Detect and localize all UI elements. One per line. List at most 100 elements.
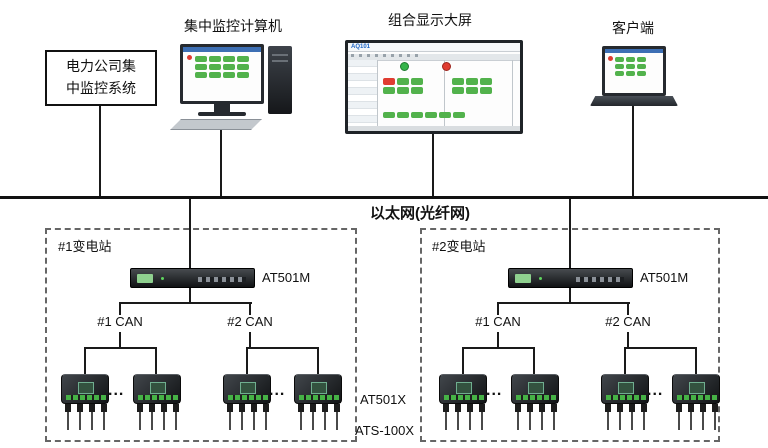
rack-led (161, 277, 164, 280)
screen-titlebar: AQ101 (348, 43, 520, 52)
screen-data-table (348, 60, 378, 126)
status-green-indicator (400, 62, 409, 71)
screen-pill (209, 64, 221, 70)
can2-branch-drop (627, 332, 629, 347)
screen-pill (615, 71, 624, 76)
screen-main-area (378, 60, 520, 126)
rack-ports (576, 277, 624, 282)
substation-1-feed-line (189, 199, 191, 268)
pin-connector (551, 404, 557, 430)
device-drop-line (84, 347, 86, 374)
device-terminals (606, 395, 646, 400)
field-device-at501x (223, 374, 271, 404)
tower-drive-slit (272, 60, 288, 62)
screen-pill (237, 64, 249, 70)
ethernet-bus-line (0, 196, 768, 199)
screen-toolbar (348, 54, 520, 61)
screen-pill (439, 112, 451, 118)
pin-connector (322, 404, 328, 430)
substation-1-controller-at501m (130, 268, 255, 288)
screen-statusbar (348, 126, 520, 131)
screen-pill (397, 87, 409, 94)
field-device-at501x (601, 374, 649, 404)
screen-pill (237, 72, 249, 78)
pin-connector (173, 404, 179, 430)
pin-connector (310, 404, 316, 430)
rack-label-tag (515, 274, 531, 283)
device-drop-line (462, 347, 464, 374)
pin-connector (89, 404, 95, 430)
table-row (348, 116, 377, 123)
can2-branch-line (247, 347, 319, 349)
can2-drop-line (627, 302, 629, 315)
pin-connector (688, 404, 694, 430)
pin-connector (298, 404, 304, 430)
panel-divider (444, 60, 445, 126)
screen-pill (195, 72, 207, 78)
device-terminals (66, 395, 106, 400)
field-device-at501x (672, 374, 720, 404)
pin-connector (515, 404, 521, 430)
screen-pill-grid (195, 56, 249, 78)
can-split-line (120, 302, 252, 304)
pin-connector (629, 404, 635, 430)
pin-connector (137, 404, 143, 430)
substation-2-name: #2变电站 (432, 239, 486, 254)
device-panel (150, 382, 166, 394)
screen-pill (223, 56, 235, 62)
laptop-base (590, 96, 678, 106)
module-pins (223, 404, 271, 432)
pin-connector (334, 404, 340, 430)
screen-pill (223, 64, 235, 70)
device-drop-line (155, 347, 157, 374)
substation-2-feed-line (569, 199, 571, 268)
device-panel (456, 382, 472, 394)
screen-pill (615, 64, 624, 69)
pin-connector (700, 404, 706, 430)
screen-pill-grid (452, 78, 492, 94)
pin-connector (712, 404, 718, 430)
screen-pill (637, 64, 646, 69)
ellipsis: ... (486, 382, 503, 399)
can-trunk-line (189, 288, 191, 302)
desktop-monitor (180, 44, 264, 104)
screen-pill (466, 87, 478, 94)
screen-pill (452, 87, 464, 94)
desktop-monitor-screen (183, 47, 261, 101)
pin-connector (605, 404, 611, 430)
label-at501x: AT501X (360, 392, 407, 407)
screen-pill (195, 56, 207, 62)
screen-pill-grid (383, 112, 465, 118)
device-panel (528, 382, 544, 394)
laptop-screen (605, 49, 663, 93)
laptop-screen-frame (602, 46, 666, 96)
screen-pill (195, 64, 207, 70)
screen-pill (411, 87, 423, 94)
screen-pill (425, 112, 437, 118)
device-terminals (444, 395, 484, 400)
pc-tower (268, 46, 292, 114)
substation-1-box (45, 228, 357, 442)
pin-connector (239, 404, 245, 430)
alarm-red-dot (608, 56, 613, 61)
device-panel (311, 382, 327, 394)
screen-pill (383, 112, 395, 118)
substation-2-controller-label: AT501M (640, 270, 689, 285)
screen-pill (615, 57, 624, 62)
screen-pill (209, 72, 221, 78)
pin-connector (617, 404, 623, 430)
status-red-indicator (442, 62, 451, 71)
device-panel (240, 382, 256, 394)
device-panel (618, 382, 634, 394)
screen-pill (480, 78, 492, 85)
screen-pill (223, 72, 235, 78)
field-device-at501x (294, 374, 342, 404)
pin-connector (527, 404, 533, 430)
alarm-red-dot (187, 55, 192, 60)
module-pins (61, 404, 109, 432)
screen-pill (397, 112, 409, 118)
label-client: 客户端 (612, 20, 654, 36)
device-terminals (516, 395, 556, 400)
system-box-uplink-line (99, 106, 101, 196)
